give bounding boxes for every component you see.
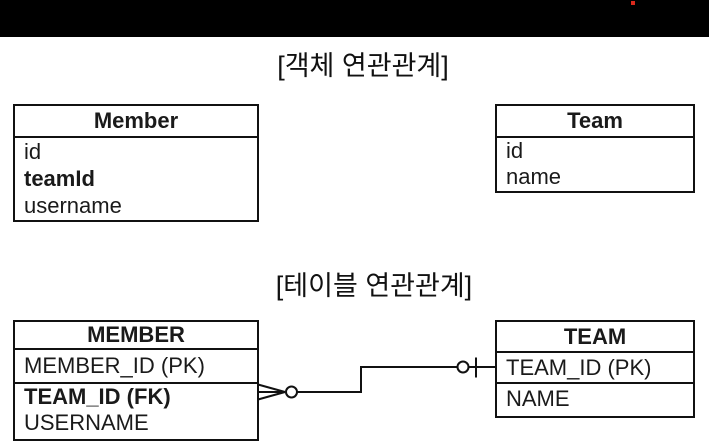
entity-member-object: Member id teamId username: [13, 104, 259, 222]
field-id: id: [24, 139, 42, 164]
entity-member-object-title: Member: [15, 106, 257, 138]
field-name: name: [506, 164, 562, 189]
optionality-circle-member-icon: [285, 385, 298, 399]
column-username: USERNAME: [24, 410, 149, 435]
entity-team-table: TEAM TEAM_ID (PK) NAME: [495, 320, 695, 418]
object-section-title: [객체 연관관계]: [277, 51, 449, 81]
column-name: NAME: [506, 386, 570, 411]
entity-team-object: Team id name: [495, 104, 695, 193]
field-id: id: [506, 138, 524, 163]
entity-member-table-title: MEMBER: [15, 322, 257, 350]
table-section-title: [테이블 연관관계]: [275, 271, 473, 301]
field-teamid: teamId: [24, 166, 95, 191]
entity-team-object-title: Team: [497, 106, 693, 138]
connector-line: [297, 366, 458, 393]
field-username: username: [24, 193, 122, 218]
entity-team-table-title: TEAM: [497, 322, 693, 353]
record-indicator-dot: [631, 1, 635, 5]
crows-foot-many-icon: [257, 383, 286, 401]
column-team-id-fk: TEAM_ID (FK): [24, 384, 171, 409]
entity-member-table: MEMBER MEMBER_ID (PK) TEAM_ID (FK) USERN…: [13, 320, 259, 441]
optionality-circle-team-icon: [456, 360, 470, 374]
column-member-id-pk: MEMBER_ID (PK): [15, 350, 257, 384]
top-bar: [0, 0, 709, 37]
column-team-id-pk: TEAM_ID (PK): [497, 353, 693, 384]
